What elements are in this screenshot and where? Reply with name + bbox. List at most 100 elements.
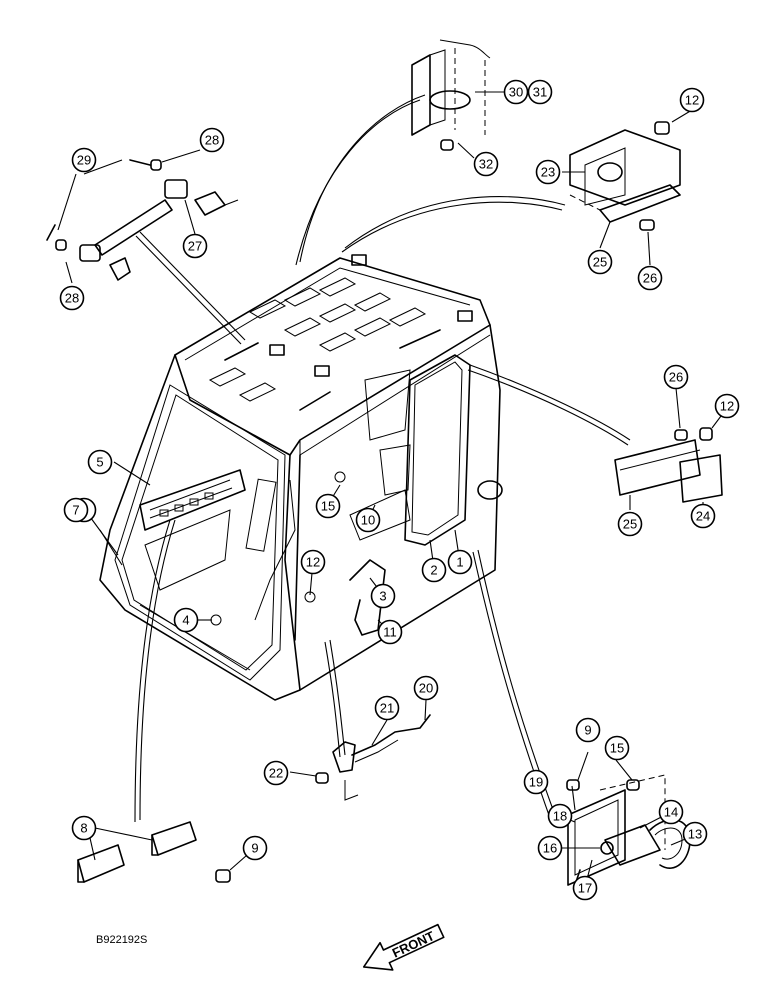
callout-number: 21 [380,701,394,716]
callout-13: 13 [682,821,708,847]
callout-number: 18 [553,809,567,824]
callout-number: 12 [306,555,320,570]
callout-10: 10 [355,507,381,533]
callout-number: 29 [77,153,91,168]
gas-strut-assembly [46,149,239,284]
callout-circle [587,249,613,275]
callout-12: 12 [714,393,740,419]
callout-number: 23 [541,165,555,180]
callout-19: 19 [523,769,549,795]
callout-circle [370,583,396,609]
callout-number: 26 [643,271,657,286]
leader-arcs [134,94,631,823]
callout-circle [315,493,341,519]
callout-circle [523,769,549,795]
callout-31: 31 [527,79,553,105]
callout-21: 21 [374,695,400,721]
callout-number: 24 [696,509,710,524]
callout-30: 30 [503,79,529,105]
callout-circle [263,760,289,786]
callout-number: 15 [321,499,335,514]
callout-circle [658,799,684,825]
callout-circle [421,557,447,583]
callout-25: 25 [617,511,643,537]
callout-number: 7 [72,503,79,518]
callout-number: 31 [533,85,547,100]
callout-number: 32 [479,157,493,172]
callout-number: 20 [419,681,433,696]
callout-number: 30 [509,85,523,100]
callout-circle [374,695,400,721]
callout-circle [87,449,113,475]
callout-23: 23 [535,159,561,185]
callout-9: 9 [242,835,268,861]
callout-28: 28 [199,127,225,153]
callout-1: 1 [447,549,473,575]
front-label: FRONT [390,928,437,961]
callout-number: 11 [383,625,397,640]
callout-circle [535,159,561,185]
callout-number: 28 [205,133,219,148]
callout-number: 26 [669,370,683,385]
callout-28: 28 [59,285,85,311]
hinge-assembly-top [411,39,505,159]
callout-circle [537,835,563,861]
callout-14: 14 [658,799,684,825]
callout-circle [547,803,573,829]
cab-assembly [99,254,503,701]
callout-24: 24 [690,503,716,529]
callout-number: 28 [65,291,79,306]
callout-number: 5 [96,455,103,470]
callout-number: 8 [80,821,87,836]
callout-circle [679,87,705,113]
callout-number: 16 [543,841,557,856]
callout-circle [199,127,225,153]
bracket-assembly-top-right [562,109,693,266]
cable-assembly [289,699,431,801]
callout-29: 29 [71,147,97,173]
callout-circle [714,393,740,419]
callout-3: 3 [370,583,396,609]
callout-number: 12 [720,399,734,414]
front-arrow-icon: FRONT [362,923,445,971]
callout-number: 12 [685,93,699,108]
callout-26: 26 [663,364,689,390]
callout-7: 7 [63,497,89,523]
callout-number: 2 [430,563,437,578]
callout-circle [682,821,708,847]
callout-circle [604,735,630,761]
callout-22: 22 [263,760,289,786]
callout-circle [182,233,208,259]
callout-16: 16 [537,835,563,861]
callout-17: 17 [572,875,598,901]
callout-circle [690,503,716,529]
callout-number: 3 [379,589,386,604]
callout-number: 17 [578,881,592,896]
callout-number: 14 [664,805,678,820]
callout-32: 32 [473,151,499,177]
callout-11: 11 [377,619,403,645]
callout-circle [63,497,89,523]
callout-25: 25 [587,249,613,275]
callout-number: 9 [584,723,591,738]
callout-circle [637,265,663,291]
callout-number: 22 [269,766,283,781]
callout-circle [71,147,97,173]
bracket-assembly-lower-left [77,821,256,883]
callout-circle [173,607,199,633]
callout-circle [527,79,553,105]
callout-18: 18 [547,803,573,829]
callout-26: 26 [637,265,663,291]
callout-4: 4 [173,607,199,633]
callout-circle [71,815,97,841]
callout-number: 10 [361,513,375,528]
callout-5: 5 [87,449,113,475]
callout-2: 2 [421,557,447,583]
callout-9: 9 [575,717,601,743]
callout-circle [503,79,529,105]
callout-number: 19 [529,775,543,790]
callout-circle [413,675,439,701]
callout-number: 13 [688,827,702,842]
bracket-assembly-right [614,387,728,515]
